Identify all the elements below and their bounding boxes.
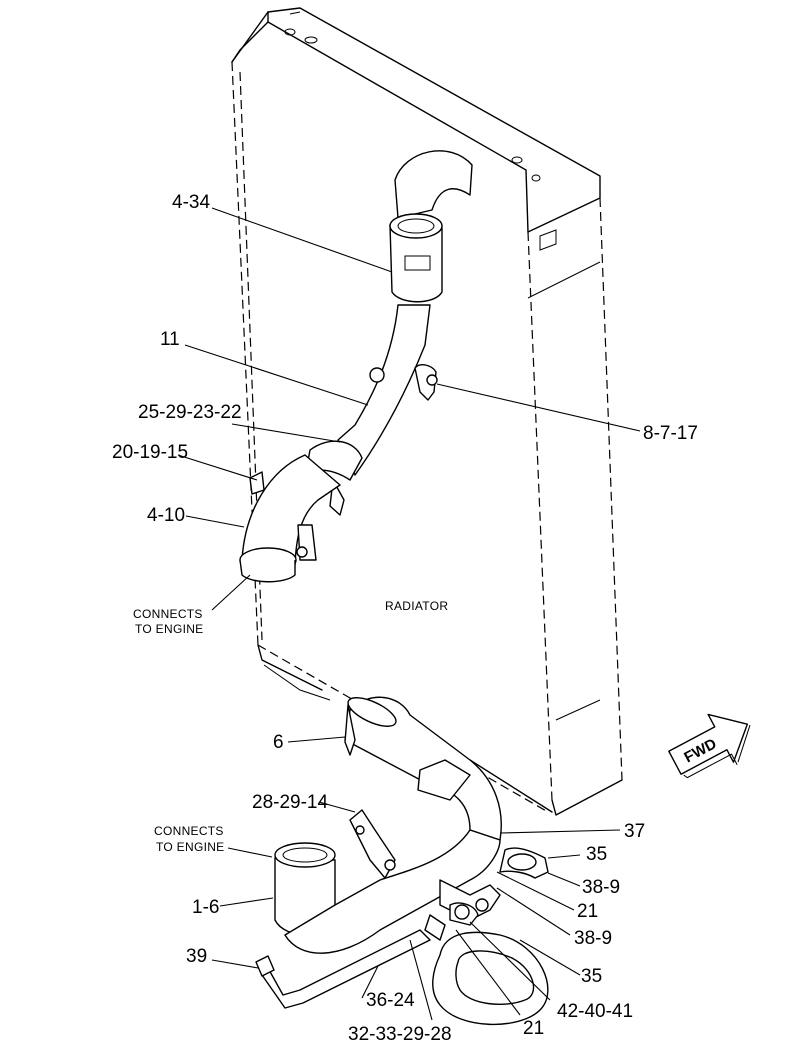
leader-lines [177, 207, 641, 1021]
fwd-arrow: FWD [668, 713, 751, 779]
callout-25-29-23-22: 25-29-23-22 [138, 402, 242, 423]
callout-4-34: 4-34 [172, 192, 210, 213]
callout-21-upper: 21 [577, 901, 598, 922]
note-radiator: RADIATOR [385, 599, 448, 613]
callout-35-lower: 35 [581, 966, 602, 987]
callout-1-6: 1-6 [192, 897, 219, 918]
note-connects-to-engine-upper-line1: CONNECTS [133, 607, 203, 621]
callout-36-24: 36-24 [366, 990, 415, 1011]
callout-6: 6 [273, 732, 284, 753]
note-connects-to-engine-lower-line1: CONNECTS [154, 824, 224, 838]
callout-39: 39 [186, 946, 207, 967]
callout-28-29-14: 28-29-14 [252, 792, 328, 813]
callout-35-upper: 35 [586, 844, 607, 865]
callout-37: 37 [624, 821, 645, 842]
upper-hose [239, 150, 473, 583]
callout-21-lower: 21 [523, 1018, 544, 1039]
lower-hose [255, 696, 549, 1026]
note-connects-to-engine-lower-line2: TO ENGINE [156, 840, 225, 854]
callout-20-19-15: 20-19-15 [112, 442, 188, 463]
radiator [231, 7, 623, 816]
callout-4-10: 4-10 [147, 505, 185, 526]
callout-38-9-upper: 38-9 [582, 877, 620, 898]
callout-32-33-29-28: 32-33-29-28 [348, 1024, 452, 1045]
note-connects-to-engine-upper-line2: TO ENGINE [135, 622, 204, 636]
callout-11: 11 [160, 329, 180, 350]
callout-42-40-41: 42-40-41 [557, 1001, 633, 1022]
notes: CONNECTS TO ENGINE RADIATOR CONNECTS TO … [133, 599, 448, 854]
callout-8-7-17: 8-7-17 [643, 423, 698, 444]
callout-38-9-lower: 38-9 [574, 928, 612, 949]
callout-labels: 4-34 11 25-29-23-22 20-19-15 4-10 8-7-17… [112, 192, 698, 1045]
